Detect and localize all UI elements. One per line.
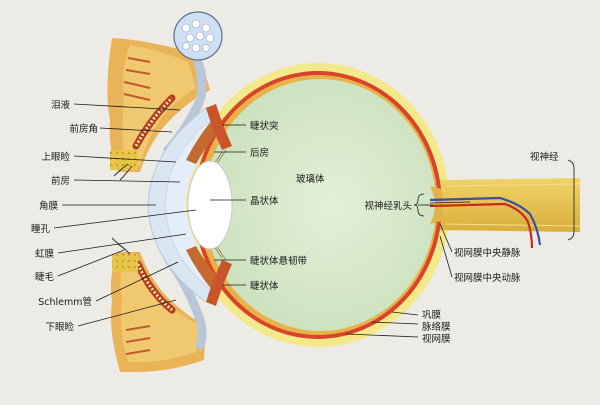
label-optic-papilla: 视神经乳头: [364, 200, 412, 212]
label-upper-eyelid: 上眼睑: [41, 151, 70, 163]
label-cornea: 角膜: [39, 200, 59, 212]
label-sclera: 巩膜: [422, 310, 442, 321]
lens-shape: [187, 160, 233, 250]
vitreous-chamber: [204, 79, 436, 331]
upper-eyelid-tissue: [107, 38, 210, 172]
optic-papilla-bracket: [413, 193, 425, 217]
label-schlemm-canal: Schlemm管: [38, 296, 92, 308]
ciliary-body-lower: [206, 260, 232, 306]
label-zonule: 睫状体悬韧带: [250, 255, 308, 267]
label-lens: 晶状体: [250, 195, 279, 207]
label-anterior-chamber: 前房: [51, 175, 70, 187]
label-optic-nerve: 视神经: [530, 151, 559, 163]
iris-upper: [186, 120, 220, 164]
iris-lower: [186, 246, 220, 290]
optic-nerve-bracket: [567, 159, 575, 241]
optic-nerve-bundle: [429, 178, 581, 249]
leader-lines: [53, 103, 453, 338]
upper-eyelid-fat: [110, 150, 138, 170]
label-lower-eyelid: 下眼睑: [45, 321, 74, 333]
lower-eyelid-fat: [112, 254, 138, 272]
label-choroid: 脉络膜: [422, 321, 451, 333]
label-iris: 虹膜: [35, 249, 55, 260]
label-retina: 视网膜: [422, 333, 451, 345]
label-tears: 泪液: [51, 99, 71, 111]
label-ciliary-process: 睫状突: [250, 120, 279, 132]
eyeball: [147, 63, 450, 347]
label-central-retinal-vein: 视网膜中央静脉: [454, 247, 521, 259]
label-vitreous-body: 玻璃体: [296, 173, 325, 185]
central-retinal-vein-vessel: [429, 196, 542, 246]
label-eyelashes: 睫毛: [35, 271, 55, 283]
ciliary-body-upper: [206, 104, 232, 150]
lower-tarsal-gland: [134, 260, 176, 314]
label-ciliary-body: 睫状体: [250, 280, 279, 292]
eyelash-strands: [111, 163, 133, 255]
label-anterior-chamber-angle: 前房角: [69, 123, 98, 135]
label-pupil: 瞳孔: [31, 223, 51, 235]
upper-tarsal-gland: [132, 94, 176, 150]
label-posterior-chamber: 后房: [250, 147, 269, 159]
anterior-chamber-space: [166, 118, 214, 292]
label-central-retinal-artery: 视网膜中央动脉: [454, 272, 521, 284]
central-retinal-artery-vessel: [429, 202, 534, 249]
lower-eyelid-tissue: [110, 252, 206, 372]
lacrimal-gland: [173, 11, 223, 89]
